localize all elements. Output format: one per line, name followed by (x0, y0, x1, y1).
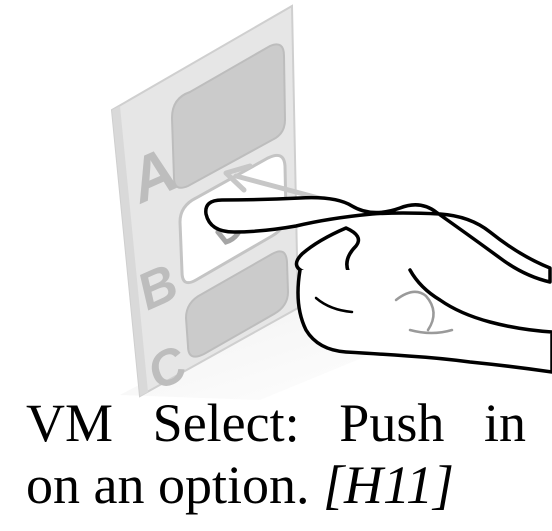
option-a-button[interactable] (170, 43, 287, 189)
panel-edge (112, 106, 148, 396)
vm-select-illustration: A B C (110, 4, 552, 400)
caption-word-4: in (483, 393, 526, 453)
caption-word-2: Select: (152, 393, 300, 453)
caption-text-2: on an option. (26, 455, 310, 515)
caption-word-3: Push (339, 393, 445, 453)
figure-caption: VM Select: Push in on an option. [H11] (26, 392, 526, 516)
caption-line-1: VM Select: Push in (26, 392, 526, 454)
option-c-button[interactable] (184, 250, 290, 358)
caption-line-2: on an option. [H11] (26, 454, 526, 516)
pointing-hand-icon (204, 195, 552, 374)
caption-word-1: VM (26, 393, 114, 453)
caption-citation: [H11] (322, 455, 455, 515)
